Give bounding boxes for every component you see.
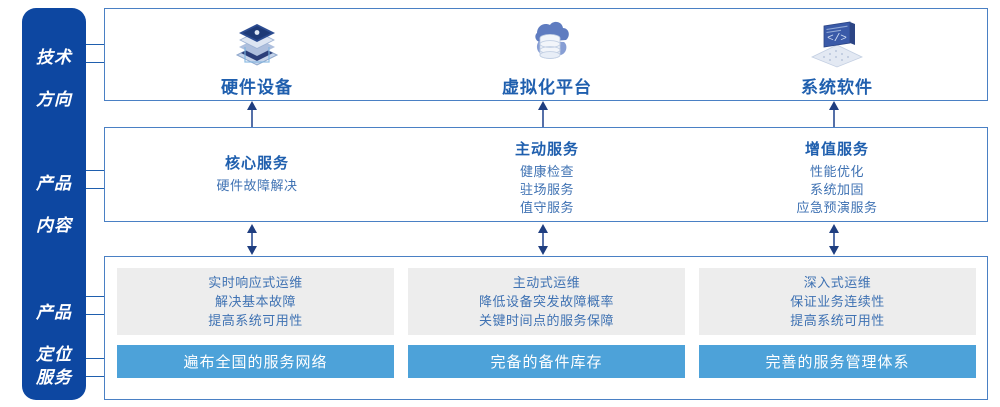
product-content-line: 值守服务 (519, 200, 574, 215)
product-position-line: 保证业务连续性 (790, 294, 885, 309)
service-advantage-label-management: 完善的服务管理体系 (765, 354, 910, 371)
service-advantage-label-network: 遍布全国的服务网络 (183, 354, 328, 371)
code-window-icon: </> (737, 17, 937, 69)
service-advantage-bar-network[interactable]: 遍布全国的服务网络 (117, 345, 394, 378)
category-rail (22, 8, 86, 400)
product-position-line: 提高系统可用性 (208, 313, 303, 328)
connector-rail-position-bottom (86, 314, 105, 315)
tech-direction-panel: 硬件设备 (104, 8, 988, 101)
product-content-line: 健康检查 (519, 164, 574, 179)
product-position-line: 提高系统可用性 (790, 313, 885, 328)
arrow-bidirectional-core (246, 224, 258, 260)
product-content-column-proactive[interactable]: 主动服务 健康检查 驻场服务 值守服务 (422, 138, 672, 217)
arrow-up-system-software (828, 101, 840, 132)
server-stack-icon (157, 17, 357, 69)
svg-text:</>: </> (827, 33, 847, 45)
product-position-line: 深入式运维 (803, 275, 872, 290)
rail-label-product-position-line1: 产品 (36, 303, 72, 322)
service-advantage-bar-management[interactable]: 完善的服务管理体系 (699, 345, 976, 378)
service-advantage-label-spareparts: 完备的备件库存 (490, 354, 603, 371)
tech-direction-title-virtualization: 虚拟化平台 (502, 78, 592, 97)
product-position-card-proactive[interactable]: 主动式运维 降低设备突发故障概率 关键时间点的服务保障 (408, 268, 685, 335)
connector-rail-content-bottom (86, 188, 105, 189)
product-content-line: 系统加固 (809, 182, 864, 197)
product-content-line: 驻场服务 (519, 182, 574, 197)
arrow-up-virtualization (537, 101, 549, 132)
arrow-bidirectional-proactive (537, 224, 549, 260)
product-content-panel: 核心服务 硬件故障解决 主动服务 健康检查 驻场服务 值守服务 增值服务 性能优… (104, 127, 988, 222)
arrow-bidirectional-valueadd (828, 224, 840, 260)
product-position-line: 主动式运维 (512, 275, 581, 290)
product-content-line: 硬件故障解决 (216, 178, 298, 193)
rail-label-tech-direction-line1: 技术 (36, 48, 72, 67)
service-advantage-bar-spareparts[interactable]: 完备的备件库存 (408, 345, 685, 378)
tech-direction-item-virtualization[interactable]: 虚拟化平台 (447, 17, 647, 98)
product-content-line: 应急预演服务 (796, 200, 878, 215)
connector-rail-tech-bottom (86, 62, 105, 63)
rail-label-product-content-line2: 内容 (36, 216, 72, 235)
rail-label-product-content: 产品 内容 (22, 152, 86, 257)
tech-direction-item-system-software[interactable]: </> 系统软件 (737, 17, 937, 98)
rail-label-tech-direction-line2: 方向 (36, 90, 72, 109)
product-position-line: 降低设备突发故障概率 (478, 294, 614, 309)
connector-rail-advantage-bottom (86, 376, 105, 377)
product-position-card-deep[interactable]: 深入式运维 保证业务连续性 提高系统可用性 (699, 268, 976, 335)
product-content-title-valueadd: 增值服务 (804, 141, 869, 158)
cloud-database-icon (447, 17, 647, 69)
rail-label-product-position: 产品 定位 (22, 281, 86, 386)
product-content-column-core[interactable]: 核心服务 硬件故障解决 (132, 152, 382, 195)
product-content-title-core: 核心服务 (224, 155, 289, 172)
connector-rail-advantage-top (86, 358, 105, 359)
rail-label-product-position-line2: 定位 (36, 345, 72, 364)
product-content-line: 性能优化 (809, 164, 864, 179)
product-position-line: 解决基本故障 (214, 294, 296, 309)
product-content-column-valueadd[interactable]: 增值服务 性能优化 系统加固 应急预演服务 (712, 138, 962, 217)
tech-direction-title-system-software: 系统软件 (801, 78, 873, 97)
product-position-line: 关键时间点的服务保障 (478, 313, 614, 328)
rail-label-service-advantage: 服务 优势 (22, 346, 86, 407)
rail-label-tech-direction: 技术 方向 (22, 26, 86, 131)
position-advantage-panel: 实时响应式运维 解决基本故障 提高系统可用性 主动式运维 降低设备突发故障概率 … (104, 256, 988, 400)
rail-label-product-content-line1: 产品 (36, 174, 72, 193)
connector-rail-tech-top (86, 44, 105, 45)
tech-direction-title-hardware: 硬件设备 (221, 78, 293, 97)
tech-direction-item-hardware[interactable]: 硬件设备 (157, 17, 357, 98)
connector-rail-position-top (86, 296, 105, 297)
product-position-card-realtime[interactable]: 实时响应式运维 解决基本故障 提高系统可用性 (117, 268, 394, 335)
rail-label-service-advantage-line1: 服务 (36, 368, 72, 387)
arrow-up-hardware (246, 101, 258, 132)
product-position-line: 实时响应式运维 (208, 275, 303, 290)
product-content-title-proactive: 主动服务 (514, 141, 579, 158)
connector-rail-content-top (86, 170, 105, 171)
